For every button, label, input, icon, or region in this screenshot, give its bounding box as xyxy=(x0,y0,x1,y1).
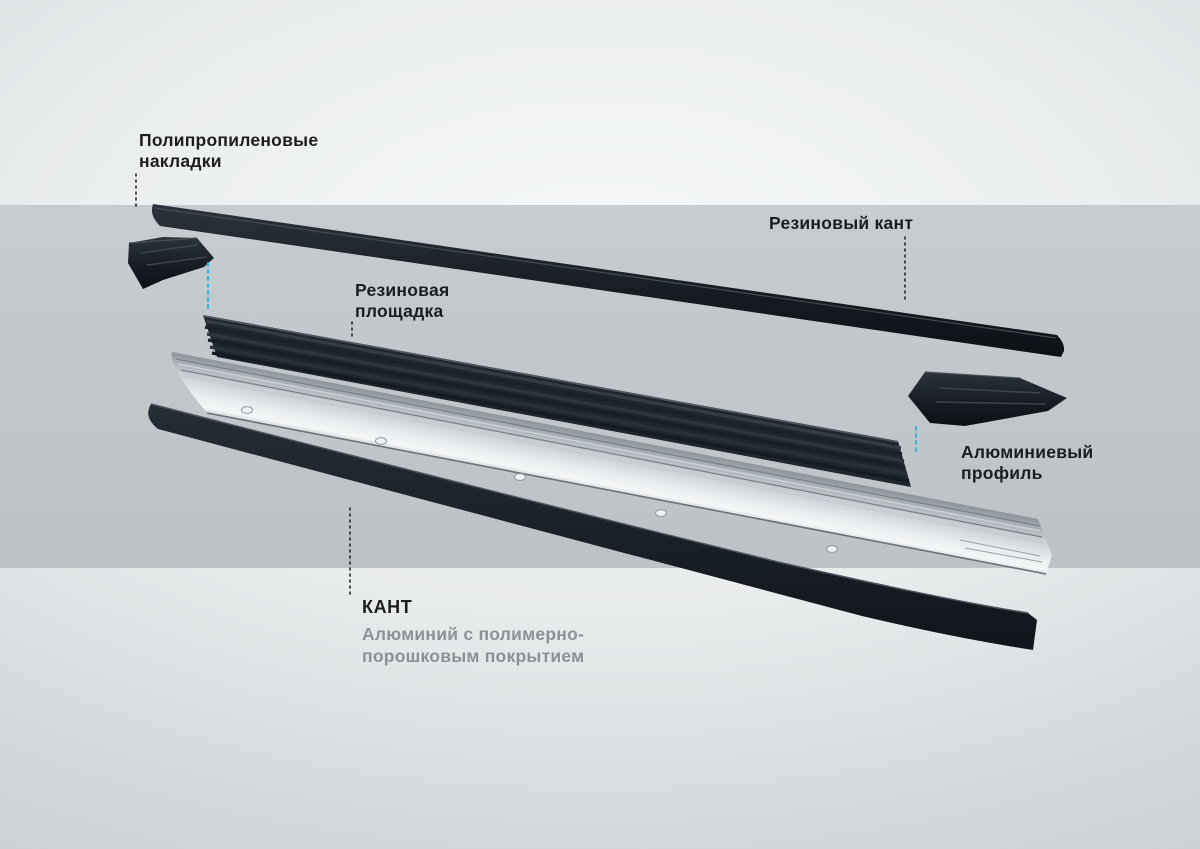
label-line: Алюминиевый xyxy=(961,442,1094,462)
leader-lines xyxy=(135,173,906,595)
kant-trim-part xyxy=(148,403,1037,650)
rubber-edging-part xyxy=(151,204,1065,357)
label-polypropylene-pads: Полипропиленовые накладки xyxy=(139,130,318,172)
label-rubber-platform: Резиновая площадка xyxy=(355,280,449,322)
label-line: порошковым покрытием xyxy=(362,646,585,666)
label-aluminum-profile: Алюминиевый профиль xyxy=(961,442,1093,484)
assembly-lines xyxy=(207,262,917,453)
aluminum-profile-part xyxy=(171,352,1052,575)
label-line: Резиновая xyxy=(355,280,450,300)
rivet-holes xyxy=(241,406,838,553)
label-line: Алюминий с полимерно- xyxy=(362,624,585,644)
label-rubber-edging: Резиновый кант xyxy=(769,213,914,233)
kant-subtitle: Алюминий с полимерно- порошковым покрыти… xyxy=(362,623,584,667)
label-line: профиль xyxy=(961,463,1043,483)
label-line: накладки xyxy=(139,151,222,171)
polypropylene-pad-left-part xyxy=(128,237,214,289)
rubber-platform-part xyxy=(202,315,911,487)
kant-title: КАНТ xyxy=(362,597,413,617)
polypropylene-pad-right-part xyxy=(908,371,1067,426)
label-kant: КАНТ Алюминий с полимерно- порошковым по… xyxy=(362,597,584,667)
label-line: Полипропиленовые xyxy=(139,130,319,150)
label-line: площадка xyxy=(355,301,444,321)
